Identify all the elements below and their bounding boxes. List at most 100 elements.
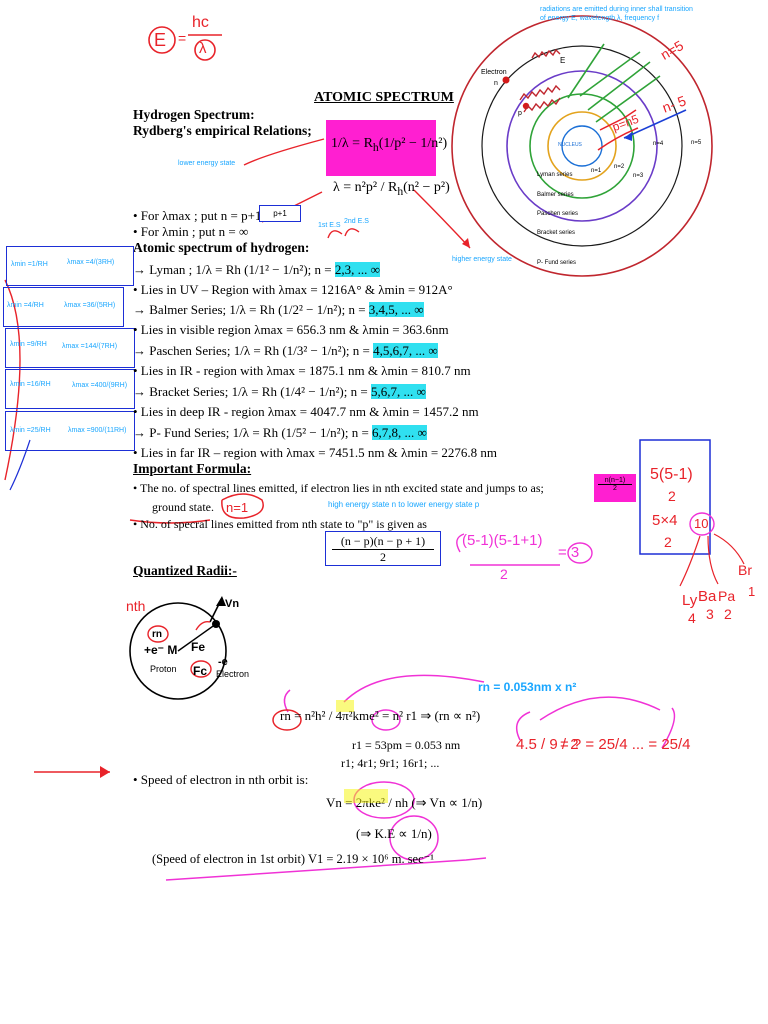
- atom-top-note-1: radiations are emitted during inner shal…: [540, 6, 693, 13]
- first-es-note: 1st E.S: [318, 222, 341, 229]
- r-sequence: r1; 4r1; 9r1; 16r1; ...: [341, 756, 440, 770]
- for-lmax: • For λmax ; put n = p+1: [133, 208, 262, 223]
- orbit-label-n5: n=5: [691, 140, 702, 146]
- rn-main-formula: rn = n²h² / 4π²kme² = n² r1 ⇒ (rn ∝ n²): [280, 708, 481, 723]
- yellow-highlight-2pike2: [344, 789, 388, 803]
- high-to-low-note: high energy state n to lower energy stat…: [328, 500, 480, 509]
- series-label-pfund: P- Fund series: [537, 260, 577, 266]
- rn-label: rn: [152, 629, 162, 640]
- hand-frac1: 4.5 / 9 / 2: [516, 736, 579, 753]
- blue-arrow: [623, 109, 687, 139]
- side-calc1-num: 5(5-1): [650, 466, 693, 483]
- electron-side-label: Electron: [216, 669, 250, 679]
- hand-lambda: λ: [199, 40, 207, 57]
- hand-arrow-atom: [599, 109, 637, 131]
- paschen-region: • Lies in IR - region with λmax = 1875.1…: [133, 363, 471, 378]
- nucleus: [561, 125, 603, 167]
- n-label: n: [494, 80, 498, 87]
- side-box-balmer: λmin =4/RH λmax =36/(5RH): [3, 287, 124, 327]
- side-calc2-den: 2: [664, 534, 672, 550]
- orbit-label-n1: n=1: [591, 168, 602, 174]
- lyman-region: • Lies in UV – Region with λmax = 1216A°…: [133, 282, 453, 297]
- side-box-pfund: λmin =25/RH λmax =900/(11RH): [5, 411, 135, 451]
- orbit-n4: [481, 45, 683, 247]
- series-label-balmer: Balmer series: [537, 192, 574, 198]
- important-bullet1: • The no. of spectral lines emitted, if …: [133, 481, 544, 495]
- rn-formula-note: rn = 0.053nm x n²: [478, 680, 577, 694]
- heading-line1: Hydrogen Spectrum:: [133, 107, 255, 122]
- orbit-n5: [451, 15, 713, 277]
- important-bullet2: • No. of specral lines emitted from nth …: [133, 517, 427, 531]
- E-label: E: [560, 56, 566, 65]
- fc-label: Fc: [193, 664, 208, 678]
- hand-series-ba: Ba: [698, 588, 717, 605]
- series-label-bracket: Bracket series: [537, 230, 576, 236]
- hand-hc: hc: [192, 14, 209, 31]
- p-label: p: [518, 110, 522, 117]
- orbit-n1: [547, 111, 617, 181]
- vn-label: Vn: [225, 598, 240, 610]
- v1-line: (Speed of electron in 1st orbit) V1 = 2.…: [152, 852, 434, 866]
- hand-rn-circle: [272, 709, 302, 731]
- side-calc-box: [639, 439, 711, 555]
- minus-e: -e: [218, 656, 228, 668]
- wavy-emission-2: [523, 97, 561, 113]
- side-box-paschen: λmin =9/RH λmax =144/(7RH): [5, 328, 135, 368]
- formula-box: (n − p)(n − p + 1) 2: [325, 531, 441, 566]
- hand-nth: nth: [126, 598, 146, 614]
- nucleus-label: NUCLEUS: [558, 142, 582, 148]
- pink-formula-box: n(n−1) 2: [594, 474, 636, 502]
- lower-energy-note: lower energy state: [178, 160, 236, 167]
- side-box-bracket: λmin =16/RH λmax =400/(9RH): [5, 369, 135, 409]
- for-lmin: • For λmin ; put n = ∞: [133, 224, 249, 239]
- orbit-n2: [529, 93, 635, 199]
- hydrogen-heading: Atomic spectrum of hydrogen:: [133, 240, 310, 255]
- rydberg-eq: 1/λ = Rh(1/p² − 1/n²): [331, 136, 448, 154]
- balmer-region: • Lies in visible region λmax = 656.3 nm…: [133, 322, 449, 337]
- hand-series-ba-val: 3: [706, 606, 714, 622]
- radius-diagram: [129, 596, 227, 700]
- hand-n1-circle: [221, 493, 264, 519]
- atom-orbits: [451, 15, 713, 277]
- p-plus-one-box: p+1: [259, 205, 301, 222]
- orbit-label-n3: n=3: [633, 173, 644, 179]
- important-bullet1-end: ground state.: [152, 500, 214, 514]
- ke-formula: (⇒ K.E ∝ 1/n): [356, 826, 432, 841]
- balmer-line: → Balmer Series; 1/λ = Rh (1/2² − 1/n²);…: [133, 302, 424, 317]
- lambda-eq: λ = n²p² / Rh(n² − p²): [333, 180, 450, 198]
- hand-E: E: [154, 30, 167, 50]
- hand-calc-res: = 3: [558, 544, 580, 561]
- bracket-region: • Lies in deep IR - region λmax = 4047.7…: [133, 404, 479, 419]
- hand-lambda-circle: [194, 39, 216, 61]
- pfund-line: → P- Fund Series; 1/λ = Rh (1/5² − 1/n²)…: [133, 425, 427, 440]
- pfund-region: • Lies in far IR – region with λmax = 74…: [133, 445, 498, 460]
- lyman-line: → Lyman ; 1/λ = Rh (1/1² − 1/n²); n = 2,…: [133, 262, 380, 277]
- hand-series-br-val: 1: [748, 584, 756, 599]
- hand-series-ly: Ly: [682, 592, 698, 609]
- hand-calc-den: 2: [500, 566, 508, 582]
- side-calc2-num: 5×4: [652, 512, 678, 529]
- plus-e-M: +e⁻ M: [144, 643, 178, 657]
- side-result: 10: [694, 516, 709, 531]
- r1-line: r1 = 53pm = 0.053 nm: [352, 738, 461, 752]
- electron-dot-outer: [502, 76, 510, 84]
- green-arrows: [567, 43, 661, 123]
- speed-heading: • Speed of electron in nth orbit is:: [133, 772, 309, 787]
- rydberg-box: [326, 120, 436, 176]
- wavy-emission-1: [519, 84, 561, 101]
- hand-E-circle: [148, 26, 176, 54]
- hand-n1: n=1: [226, 500, 249, 515]
- important-heading: Important Formula:: [133, 461, 252, 476]
- hand-series-br: Br: [738, 562, 752, 578]
- side-box-lyman: λmin =1/RH λmax =4/(3RH): [6, 246, 134, 286]
- bracket-line: → Bracket Series; 1/λ = Rh (1/4² − 1/n²)…: [133, 384, 426, 399]
- fe-label: Fe: [191, 640, 206, 654]
- radii-heading: Quantized Radii:-: [133, 563, 237, 578]
- paschen-line: → Paschen Series; 1/λ = Rh (1/3² − 1/n²)…: [133, 343, 438, 358]
- series-label-paschen: Paschen series: [537, 211, 579, 217]
- orbit-n3: [506, 70, 658, 222]
- heading-line2: Rydberg's empirical Relations;: [133, 123, 312, 138]
- orbit-label-n4: n=4: [653, 141, 664, 147]
- hand-calc: (5-1)(5-1+1): [462, 532, 543, 549]
